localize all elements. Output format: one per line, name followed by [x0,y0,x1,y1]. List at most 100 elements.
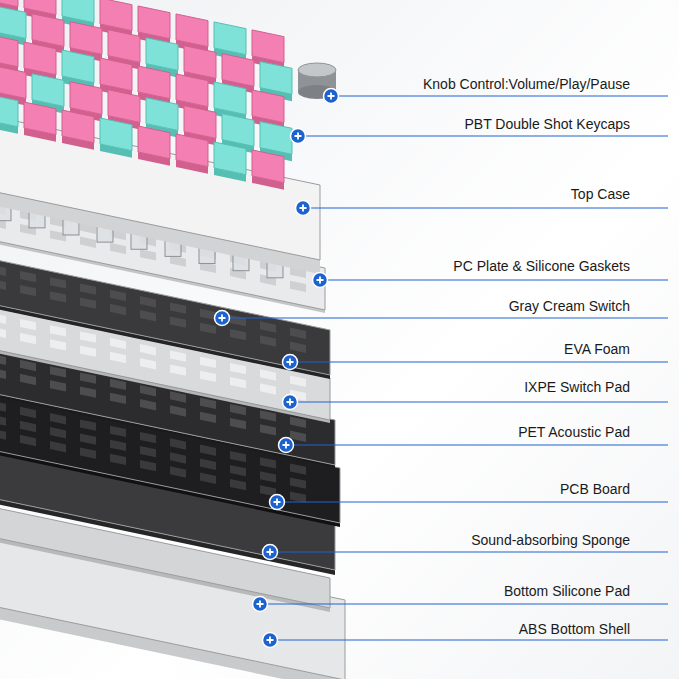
layer-hole [110,243,126,254]
part-label: PBT Double Shot Keycaps [464,116,630,132]
layer-hole [200,398,216,409]
layer-hole [50,413,66,424]
keycap-top [252,30,284,63]
keycap-top [100,58,132,91]
leader-line [286,445,668,446]
keycap-top [222,114,254,147]
keycap-top [176,134,208,167]
keycaps [0,0,292,190]
layer-hole [20,319,36,330]
part-label: Knob Control:Volume/Play/Pause [423,76,630,92]
layer-hole [80,372,96,383]
leader-line [270,640,668,641]
part-label: PET Acoustic Pad [518,424,630,440]
keycap-top [138,66,170,99]
part-label: Gray Cream Switch [509,298,630,314]
layer-hole [110,454,126,465]
keycap-top [176,74,208,107]
marker-dot [283,355,298,370]
layer-hole [290,342,306,353]
layer-hole [200,323,216,334]
layer-hole [290,376,306,387]
part-label: IXPE Switch Pad [524,379,630,395]
marker-dot [253,597,268,612]
layer-hole [0,313,6,324]
layer-hole [290,492,306,503]
marker-dot [291,129,306,144]
layer-hole [170,438,186,449]
layer-hole [0,429,6,440]
layer-hole [140,460,156,471]
plus-marker [291,129,306,144]
layer-hole [230,315,246,326]
keycap-top [108,90,140,123]
keycap-top [222,54,254,87]
layer-hole [140,446,156,457]
part-label: PCB Board [560,481,630,497]
layer-hole [110,304,126,315]
layer-hole [20,360,36,371]
keycap-top [70,82,102,115]
keycap-top [184,106,216,139]
layer-hole [140,296,156,307]
layer-hole [50,291,66,302]
layer-hole [80,447,96,458]
layer-hole [80,419,96,430]
keycap-top [138,6,170,39]
part-label: Top Case [571,186,630,202]
layer-hole [80,284,96,295]
layer-hole [230,465,246,476]
keycap-top [214,82,246,115]
layer-hole [110,440,126,451]
keycap-top [260,62,292,95]
layer-hole [200,357,216,368]
keycap-top [252,90,284,123]
layer-hole [50,277,66,288]
marker-plus [257,601,264,608]
top-case [0,114,320,274]
marker-dot [263,545,278,560]
plus-marker [279,438,294,453]
plus-marker [296,201,311,216]
keycap-top [184,46,216,79]
layer-hole [0,279,6,290]
keycap-top [100,118,132,151]
leader-line [290,362,668,363]
layer-hole [200,371,216,382]
marker-plus [219,315,226,322]
layer-hole [290,281,306,292]
keycap-top [146,38,178,71]
layer-hole [230,363,246,374]
layer-hole [140,358,156,369]
layer-hole [170,302,186,313]
layer-hole [20,271,36,282]
keycap-top [0,6,26,39]
layer-face [0,114,320,260]
plus-marker [283,395,298,410]
keycap-top [62,0,94,23]
marker-plus [274,499,281,506]
layer-hole [20,435,36,446]
layer-hole [0,415,6,426]
volume-knob [298,63,336,99]
layer-hole [80,386,96,397]
layer-hole [260,457,276,468]
layer-hole [0,368,6,379]
keycap-top [0,94,18,127]
keycap-top [252,150,284,183]
marker-dot [313,273,328,288]
layer-hole [20,285,36,296]
keycap-top [0,66,26,99]
leader-line [298,136,668,137]
layer-hole [170,466,186,477]
part-label: Bottom Silicone Pad [504,583,630,599]
layer-hole [110,338,126,349]
layer-hole [0,401,6,412]
marker-plus [267,549,274,556]
plus-marker [263,545,278,560]
keycap-top [100,0,132,31]
leader-line [270,552,668,553]
layer-hole [290,328,306,339]
keycap-top [32,14,64,47]
layer-hole [260,424,276,435]
